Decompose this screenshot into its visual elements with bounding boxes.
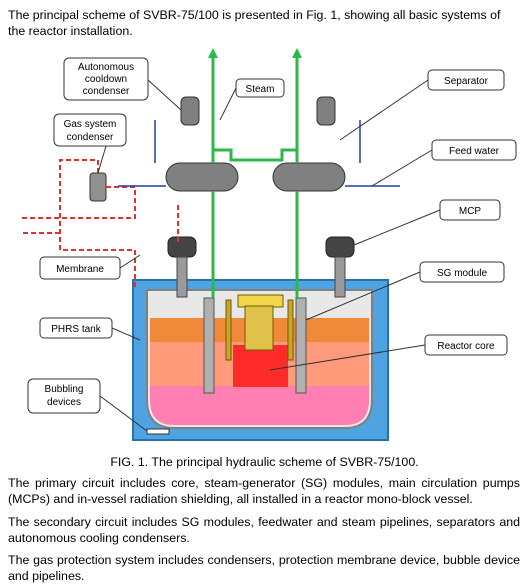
reactor-core: [233, 345, 288, 387]
shield-left: [225, 299, 232, 361]
cooldown-condenser-right: [316, 96, 336, 126]
label-feed-water: Feed water: [449, 146, 500, 157]
label-mcp: MCP: [459, 206, 482, 217]
label-reactor-core: Reactor core: [437, 341, 495, 352]
feed-water-lines: [118, 120, 400, 187]
separator-left: [165, 162, 239, 192]
mcp-right-motor: [325, 236, 355, 258]
label-bubbling-2: devices: [47, 397, 81, 408]
cooldown-condenser-left: [180, 96, 200, 126]
steam-lines: [211, 55, 299, 298]
gas-protection-paragraph: The gas protection system includes conde…: [8, 553, 520, 583]
label-bubbling-1: Bubbling: [45, 384, 84, 395]
core-barrel: [244, 305, 274, 351]
separator-right: [272, 162, 346, 192]
hydraulic-scheme-figure: Autonomous cooldown condenser Steam Sepa…: [20, 48, 517, 441]
bubbling-device: [146, 428, 170, 435]
label-autonomous-2: cooldown: [85, 74, 127, 85]
label-membrane: Membrane: [56, 264, 104, 275]
gas-lines: [20, 159, 179, 290]
secondary-circuit-paragraph: The secondary circuit includes SG module…: [8, 515, 520, 545]
label-autonomous-1: Autonomous: [78, 62, 134, 73]
mcp-right-shaft: [334, 256, 346, 298]
label-autonomous-3: condenser: [83, 86, 130, 97]
mcp-left-shaft: [176, 256, 188, 298]
gas-system-condenser: [89, 172, 107, 202]
mcp-left-motor: [167, 236, 197, 258]
label-separator: Separator: [444, 76, 489, 87]
label-gas-1: Gas system: [64, 119, 117, 130]
sg-module-left: [203, 297, 215, 394]
label-steam: Steam: [246, 84, 275, 95]
shield-top: [237, 294, 284, 308]
intro-paragraph: The principal scheme of SVBR-75/100 is p…: [8, 8, 501, 38]
shield-right: [287, 299, 294, 361]
coolant-lower: [150, 385, 369, 425]
label-phrs-tank: PHRS tank: [51, 324, 101, 335]
label-sg-module: SG module: [437, 268, 487, 279]
sg-module-right: [295, 297, 307, 394]
primary-circuit-paragraph: The primary circuit includes core, steam…: [8, 476, 520, 506]
label-gas-2: condenser: [67, 132, 114, 143]
figure-caption: FIG. 1. The principal hydraulic scheme o…: [110, 455, 419, 469]
